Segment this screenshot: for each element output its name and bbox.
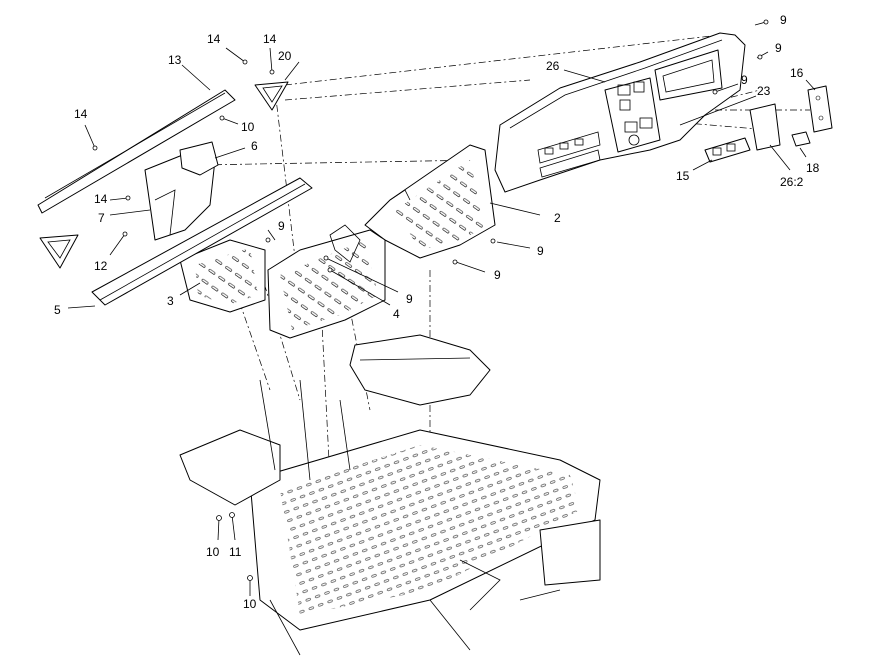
callout-4: 4 (393, 307, 400, 321)
callout-14: 14 (207, 32, 221, 46)
callout-9: 9 (537, 244, 544, 258)
callout-14: 14 (263, 32, 277, 46)
callout-9: 9 (775, 41, 782, 55)
clip-18 (791, 131, 811, 147)
panel-3 (179, 239, 266, 313)
bracket-6-7 (144, 141, 219, 241)
panel-4 (267, 224, 386, 339)
fasteners (92, 19, 769, 581)
dash-panel (494, 32, 746, 193)
callout-9: 9 (406, 292, 413, 306)
callout-13: 13 (168, 53, 182, 67)
bracket-23 (749, 103, 781, 151)
callout-23: 23 (757, 84, 771, 98)
callout-10: 10 (241, 120, 255, 134)
callout-9: 9 (494, 268, 501, 282)
callout-15: 15 (676, 169, 690, 183)
callout-11: 11 (229, 545, 242, 559)
callout-6: 6 (251, 139, 258, 153)
callout-14: 14 (74, 107, 88, 121)
leader-lines (67, 21, 816, 596)
bracket-16 (807, 85, 833, 133)
callout-20: 20 (278, 49, 292, 63)
triangle-brackets (39, 81, 289, 269)
callout-26-2: 26:2 (780, 175, 804, 189)
callout-14: 14 (94, 192, 108, 206)
callout-9: 9 (278, 219, 285, 233)
callout-16: 16 (790, 66, 804, 80)
callout-labels: 9 9 9 26 16 23 18 15 26:2 14 14 20 13 14… (54, 13, 820, 611)
callout-2: 2 (554, 211, 561, 225)
callout-10: 10 (206, 545, 220, 559)
callout-9: 9 (741, 73, 748, 87)
switch-15 (704, 137, 751, 163)
callout-5: 5 (54, 303, 61, 317)
callout-9: 9 (780, 13, 787, 27)
callout-18: 18 (806, 161, 820, 175)
callout-12: 12 (94, 259, 108, 273)
panel-2 (364, 144, 496, 259)
frame-assembly (179, 334, 601, 656)
callout-26: 26 (546, 59, 560, 73)
callout-7: 7 (98, 211, 105, 225)
callout-3: 3 (167, 294, 174, 308)
callout-10: 10 (243, 597, 257, 611)
rail-13 (37, 89, 236, 214)
switch-parts (704, 85, 833, 163)
rail-5 (91, 177, 313, 306)
